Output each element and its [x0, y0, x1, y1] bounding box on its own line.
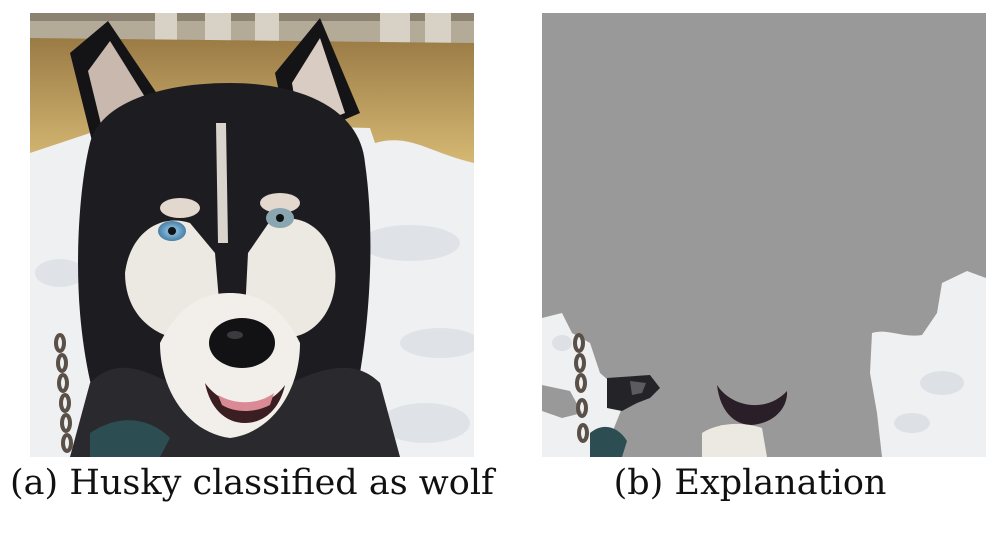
- chain-fragment: [573, 333, 589, 443]
- caption-a: (a) Husky classified as wolf: [10, 463, 494, 503]
- snow-patch-right: [870, 271, 986, 457]
- husky-photo: [30, 13, 474, 457]
- chain: [54, 333, 73, 453]
- caption-b: (b) Explanation: [613, 463, 887, 503]
- jaw-fragment: [717, 385, 788, 425]
- mouth: [205, 383, 285, 423]
- explanation-mask: [542, 13, 986, 457]
- collar: [90, 420, 170, 457]
- nose: [209, 318, 275, 368]
- eyes: [158, 208, 294, 241]
